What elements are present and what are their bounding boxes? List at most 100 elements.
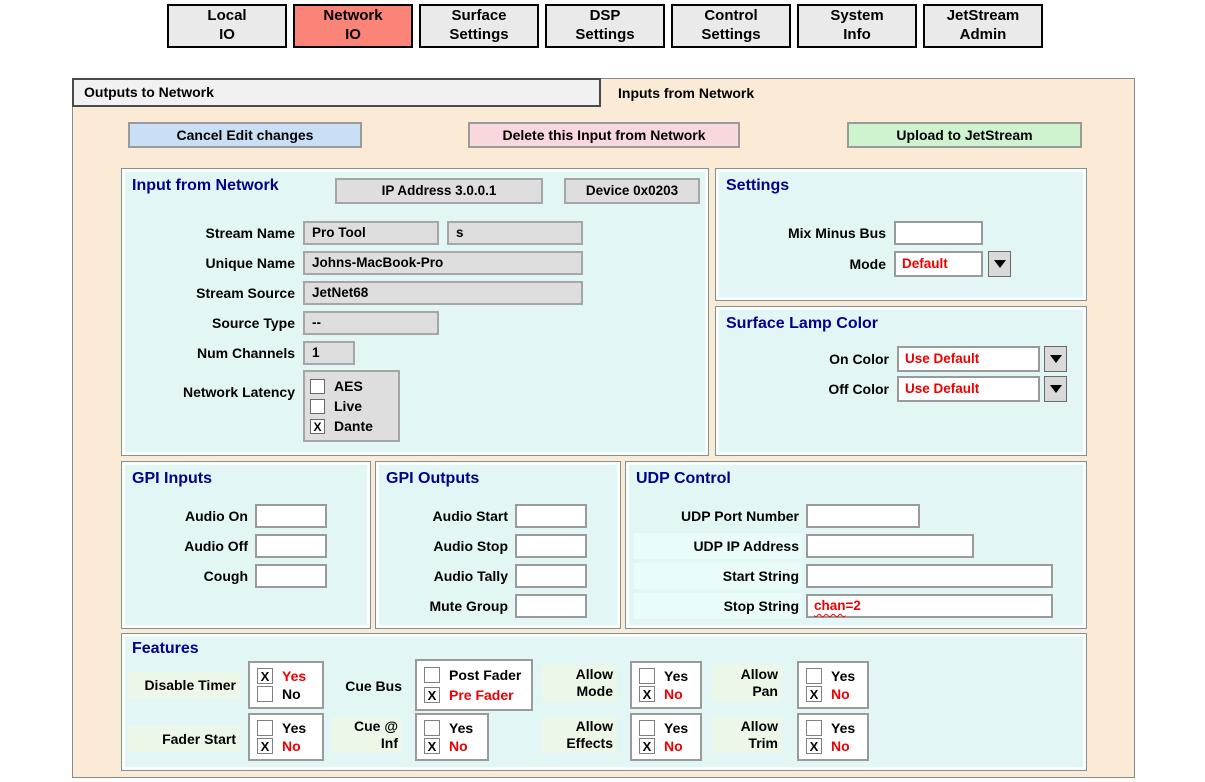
allow-mode-no-checkbox[interactable]: X <box>639 686 655 703</box>
tab-dsp-settings[interactable]: DSP Settings <box>545 4 665 48</box>
dante-label: Dante <box>334 418 373 434</box>
source-type-field[interactable]: -- <box>303 311 439 335</box>
option-label: Yes <box>449 719 474 736</box>
on-color-select[interactable]: Use Default <box>897 346 1040 372</box>
tab-inputs-from-network[interactable]: Inputs from Network <box>618 85 755 101</box>
cue-at-inf-yes-checkbox[interactable] <box>424 719 440 736</box>
tab-label: Admin <box>959 26 1007 43</box>
settings-panel: Settings Mix Minus Bus Mode Default <box>715 168 1087 301</box>
caret-down-icon <box>993 260 1006 268</box>
input-from-network-panel: Input from Network IP Address 3.0.0.1 De… <box>121 168 709 456</box>
mode-select[interactable]: Default <box>894 251 983 277</box>
on-color-dropdown-button[interactable] <box>1044 346 1067 372</box>
off-color-select[interactable]: Use Default <box>897 376 1040 402</box>
gpi-outputs-panel: GPI Outputs Audio Start Audio Stop Audio… <box>375 461 621 629</box>
stream-source-field[interactable]: JetNet68 <box>303 281 583 305</box>
mode-dropdown-button[interactable] <box>988 251 1011 277</box>
fader-start-yes-checkbox[interactable] <box>257 719 273 736</box>
udp-port-input[interactable] <box>806 504 920 528</box>
tab-label: Settings <box>575 26 635 43</box>
allow-trim-yes-checkbox[interactable] <box>806 719 822 736</box>
stream-name-label: Stream Name <box>205 225 296 241</box>
num-channels-label: Num Channels <box>196 345 295 361</box>
disable-timer-no-checkbox[interactable] <box>257 686 273 703</box>
panel-title: Features <box>132 640 199 657</box>
stream-name-field-2[interactable]: s <box>447 221 583 245</box>
label-line: Inf <box>380 735 398 751</box>
mute-group-label: Mute Group <box>429 598 508 614</box>
tab-outputs-to-network[interactable]: Outputs to Network <box>72 78 601 107</box>
tab-network-io[interactable]: Network IO <box>293 4 413 48</box>
option-label: Yes <box>282 719 307 736</box>
tab-control-settings[interactable]: Control Settings <box>671 4 791 48</box>
dante-checkbox[interactable]: X <box>310 418 325 434</box>
disable-timer-label: Disable Timer <box>128 672 240 698</box>
udp-ip-input[interactable] <box>806 534 974 558</box>
allow-effects-yes-checkbox[interactable] <box>639 719 655 736</box>
option-label: Yes <box>664 667 689 684</box>
cough-label: Cough <box>203 568 248 584</box>
tab-jetstream-admin[interactable]: JetStream Admin <box>923 4 1043 48</box>
audio-on-input[interactable] <box>255 504 327 528</box>
allow-effects-no-checkbox[interactable]: X <box>639 738 655 755</box>
delete-input-button[interactable]: Delete this Input from Network <box>468 122 740 148</box>
surface-lamp-color-panel: Surface Lamp Color On Color Use Default … <box>715 306 1087 456</box>
allow-trim-label: Allow Trim <box>712 717 782 753</box>
fader-start-no-checkbox[interactable]: X <box>257 738 273 755</box>
start-string-input[interactable] <box>806 564 1053 588</box>
label-line: Allow <box>575 666 613 682</box>
stop-string-input[interactable]: chan=2 <box>806 594 1053 618</box>
option-label: Yes <box>831 719 856 736</box>
cough-input[interactable] <box>255 564 327 588</box>
allow-mode-yes-checkbox[interactable] <box>639 667 655 684</box>
audio-tally-input[interactable] <box>515 564 587 588</box>
row-highlight <box>634 563 802 589</box>
allow-trim-no-checkbox[interactable]: X <box>806 738 822 755</box>
live-checkbox[interactable] <box>310 398 325 414</box>
mute-group-input[interactable] <box>515 594 587 618</box>
option-label: No <box>831 738 850 755</box>
cancel-edit-button[interactable]: Cancel Edit changes <box>128 122 362 148</box>
allow-pan-no-checkbox[interactable]: X <box>806 686 822 703</box>
tab-label: Network <box>323 7 383 25</box>
audio-start-input[interactable] <box>515 504 587 528</box>
tab-label: Settings <box>701 26 761 43</box>
panel-title: Input from Network <box>132 177 279 194</box>
udp-port-label: UDP Port Number <box>681 508 799 524</box>
panel-title: GPI Outputs <box>386 470 480 487</box>
label-line: Cue @ <box>354 718 398 734</box>
stop-string-label: Stop String <box>723 598 799 614</box>
audio-tally-label: Audio Tally <box>433 568 508 584</box>
tab-label: Control <box>704 7 758 25</box>
audio-stop-input[interactable] <box>515 534 587 558</box>
label-line: Allow <box>740 666 778 682</box>
audio-off-input[interactable] <box>255 534 327 558</box>
unique-name-field[interactable]: Johns-MacBook-Pro <box>303 251 583 275</box>
num-channels-field[interactable]: 1 <box>303 341 355 365</box>
aes-checkbox[interactable] <box>310 378 325 394</box>
on-color-label: On Color <box>829 351 889 367</box>
start-string-label: Start String <box>722 568 799 584</box>
upload-button[interactable]: Upload to JetStream <box>847 122 1082 148</box>
label-line: Allow <box>575 718 613 734</box>
row-highlight <box>634 593 802 619</box>
tab-label: Surface <box>451 7 507 25</box>
tab-local-io[interactable]: Local IO <box>167 4 287 48</box>
off-color-dropdown-button[interactable] <box>1044 376 1067 402</box>
disable-timer-yes-checkbox[interactable]: X <box>257 667 273 684</box>
post-fader-checkbox[interactable] <box>424 667 440 683</box>
allow-pan-yes-checkbox[interactable] <box>806 667 822 684</box>
option-label: Pre Fader <box>449 687 514 703</box>
tab-surface-settings[interactable]: Surface Settings <box>419 4 539 48</box>
latency-option-live: Live <box>310 398 393 414</box>
mix-minus-bus-input[interactable] <box>894 221 983 245</box>
cue-at-inf-no-checkbox[interactable]: X <box>424 738 440 755</box>
tab-system-info[interactable]: System Info <box>797 4 917 48</box>
option-label: No <box>449 738 468 755</box>
pre-fader-checkbox[interactable]: X <box>424 687 440 703</box>
stream-name-field-1[interactable]: Pro Tool <box>303 221 439 245</box>
